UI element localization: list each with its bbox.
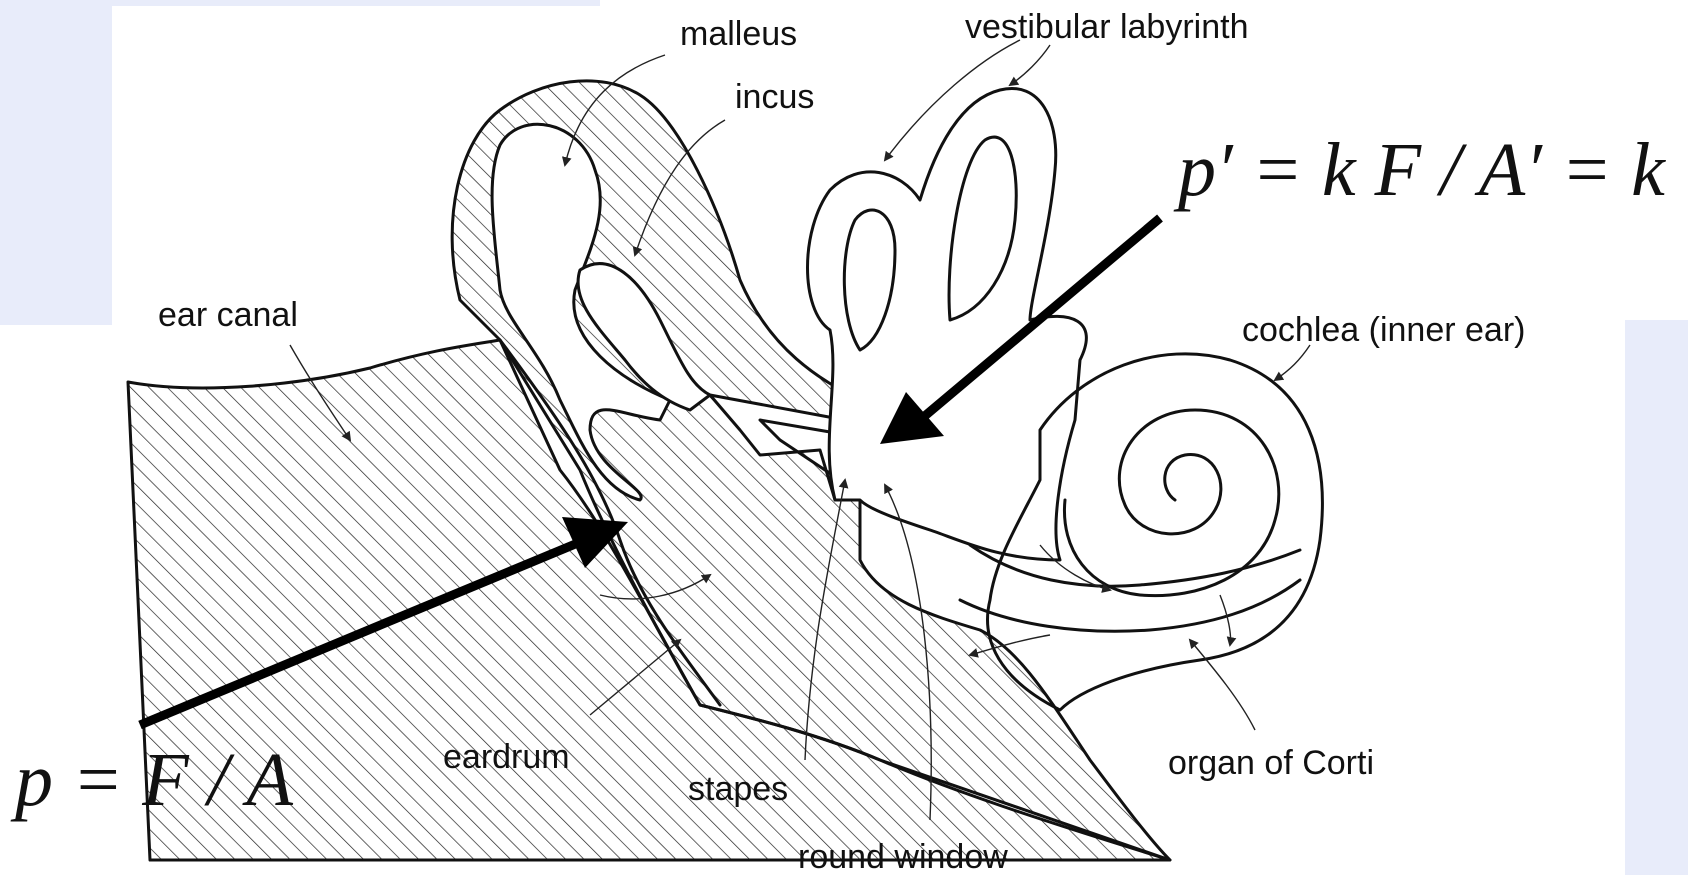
label-incus: incus [735,80,814,114]
label-organ-of-corti: organ of Corti [1168,746,1374,780]
organ-corti-leader [1190,640,1255,730]
label-round-window: round window [798,840,1008,874]
cochlea-duct-lower [960,580,1300,631]
label-stapes: stapes [688,772,788,806]
label-vestibular-labyrinth: vestibular labyrinth [965,10,1248,44]
label-eardrum: eardrum [443,740,570,774]
flow-arrow-4 [1220,595,1231,645]
formula-outer-pressure: p = F / A [15,742,293,818]
label-cochlea: cochlea (inner ear) [1242,313,1525,347]
cochlea-leader [1275,345,1310,380]
label-malleus: malleus [680,17,797,51]
vestibular-leader-2 [1010,45,1050,85]
formula-inner-pressure: p′ = k F / A′ = k [1178,132,1665,208]
label-ear-canal: ear canal [158,298,298,332]
